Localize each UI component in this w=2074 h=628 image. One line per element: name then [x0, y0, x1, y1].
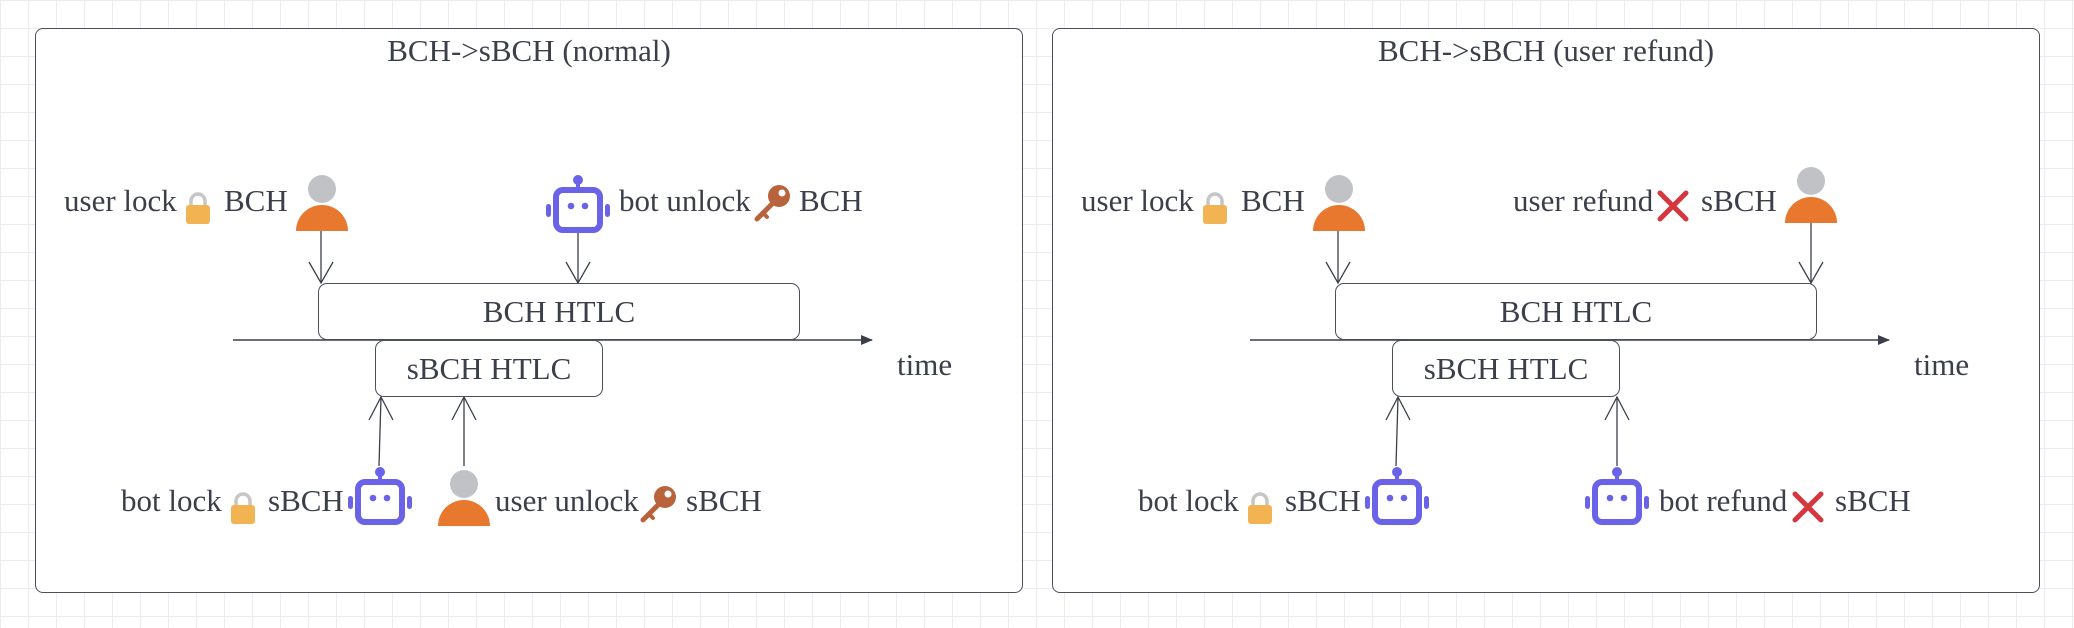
- time-label: time: [1914, 347, 1970, 382]
- asset-label: sBCH: [1285, 483, 1361, 518]
- asset-label: BCH: [799, 183, 863, 218]
- arrow-bot-lock: [378, 396, 382, 467]
- asset-label: BCH: [224, 183, 288, 218]
- key-icon: [640, 486, 676, 523]
- user-icon: [1313, 175, 1365, 231]
- panel-title: BCH->sBCH (user refund): [1377, 33, 1715, 68]
- asset-label: BCH: [1241, 183, 1305, 218]
- arrow-bot-lock: [1395, 396, 1399, 467]
- diagram-panel-user-refund: BCH->sBCH (user refund) BCH HTLC sBCH HT…: [1052, 28, 2040, 593]
- bot-icon: [348, 467, 412, 525]
- asset-label: sBCH: [268, 483, 344, 518]
- user-icon: [1785, 167, 1837, 223]
- x-icon: [1792, 491, 1824, 523]
- bot-lock-label: bot lock: [121, 483, 222, 518]
- bot-refund-label: bot refund: [1659, 483, 1788, 518]
- bot-unlock-label: bot unlock: [619, 183, 751, 218]
- lock-icon: [1248, 492, 1272, 524]
- user-unlock-label: user unlock: [495, 483, 639, 518]
- user-icon: [438, 470, 490, 526]
- bot-icon: [546, 175, 610, 233]
- key-icon: [754, 185, 790, 222]
- sbch-htlc-box: sBCH HTLC: [375, 340, 603, 397]
- x-icon: [1657, 190, 1689, 222]
- lock-icon: [186, 192, 210, 224]
- bch-htlc-box: BCH HTLC: [1335, 283, 1817, 340]
- bch-htlc-box: BCH HTLC: [318, 283, 800, 340]
- user-lock-label: user lock: [1081, 183, 1194, 218]
- bot-icon: [1585, 467, 1649, 525]
- time-label: time: [897, 347, 953, 382]
- panel-title: BCH->sBCH (normal): [387, 33, 671, 68]
- bot-icon: [1365, 467, 1429, 525]
- user-refund-label: user refund: [1513, 183, 1654, 218]
- lock-icon: [1203, 192, 1227, 224]
- bot-lock-label: bot lock: [1138, 483, 1239, 518]
- sbch-htlc-box: sBCH HTLC: [1392, 340, 1620, 397]
- user-icon: [296, 175, 348, 231]
- asset-label: sBCH: [1701, 183, 1777, 218]
- user-lock-label: user lock: [64, 183, 177, 218]
- asset-label: sBCH: [1835, 483, 1911, 518]
- lock-icon: [231, 492, 255, 524]
- asset-label: sBCH: [686, 483, 762, 518]
- diagram-panel-normal: BCH->sBCH (normal) BCH HTLC sBCH HTLC ti…: [35, 28, 1023, 593]
